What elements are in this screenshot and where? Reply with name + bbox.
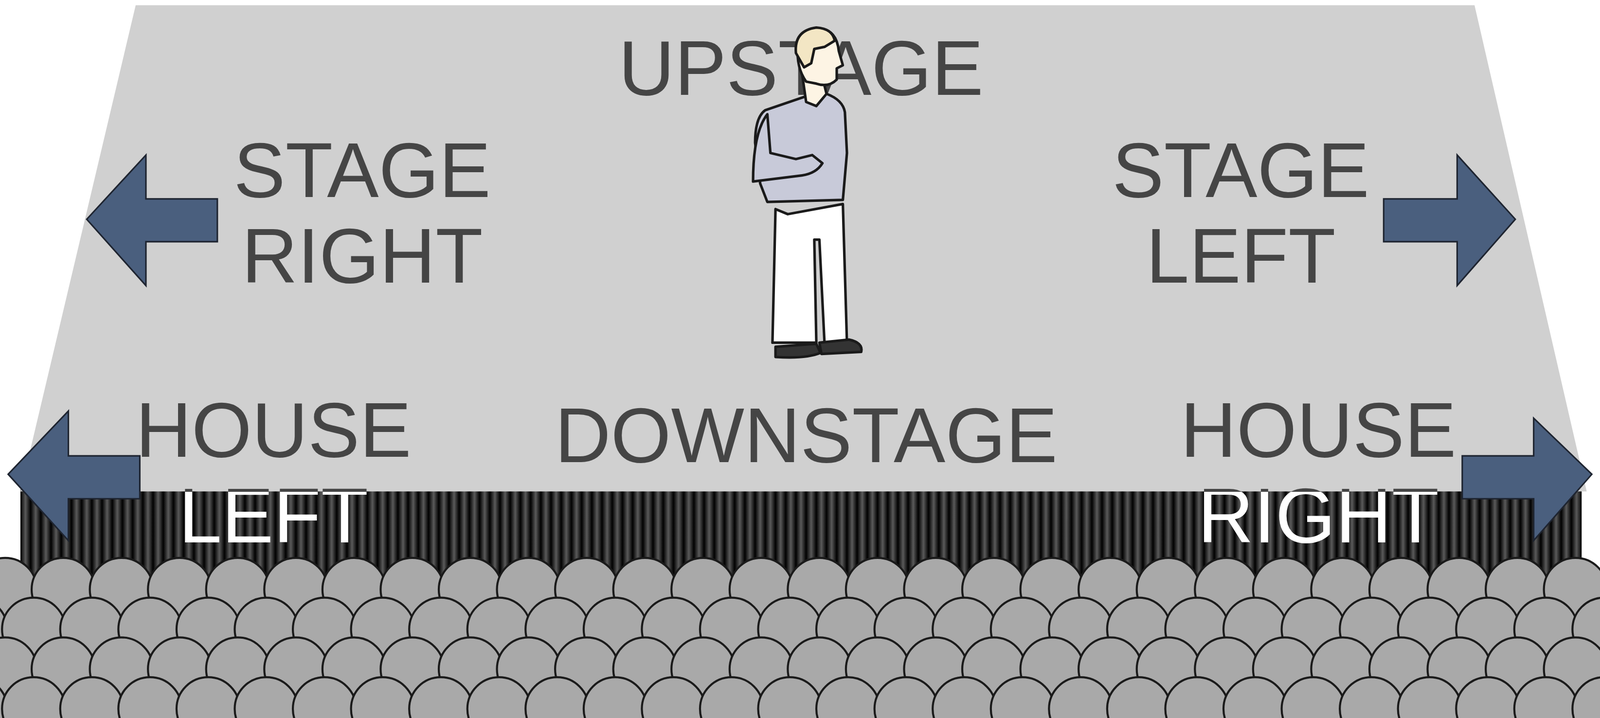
stage-direction-label: STAGE LEFT bbox=[1087, 127, 1394, 299]
direction-arrows bbox=[8, 155, 1592, 541]
audience-head bbox=[1165, 677, 1229, 718]
audience-head bbox=[409, 677, 473, 718]
arrow-stage-left bbox=[1383, 155, 1516, 286]
audience-head bbox=[351, 677, 415, 718]
house-direction-label: HOUSE RIGHT bbox=[1154, 387, 1482, 559]
audience-head bbox=[60, 677, 124, 718]
audience-head bbox=[1456, 677, 1520, 718]
audience-head bbox=[1514, 677, 1578, 718]
arrow-stage-right bbox=[86, 155, 217, 286]
audience-head bbox=[1339, 677, 1403, 718]
actor-arm bbox=[753, 114, 823, 182]
stage-direction-label: STAGE RIGHT bbox=[209, 127, 516, 299]
actor-hair bbox=[795, 27, 835, 68]
audience-head bbox=[583, 677, 648, 718]
audience-head bbox=[118, 677, 182, 718]
audience-head bbox=[1281, 677, 1346, 718]
audience-head bbox=[467, 677, 531, 718]
audience-head bbox=[758, 677, 822, 718]
audience-seats bbox=[0, 557, 1600, 718]
audience-head bbox=[1048, 677, 1113, 718]
audience-head bbox=[932, 677, 996, 718]
actor-shoe bbox=[775, 343, 821, 358]
stage-direction-label: DOWNSTAGE bbox=[500, 392, 1113, 479]
audience-head bbox=[874, 677, 938, 718]
actor-figure bbox=[753, 27, 862, 358]
audience-head bbox=[990, 677, 1055, 718]
audience-head bbox=[176, 677, 240, 718]
audience-head bbox=[641, 677, 705, 718]
audience-head bbox=[234, 677, 298, 718]
audience-head bbox=[700, 677, 764, 718]
audience-head bbox=[525, 677, 589, 718]
actor-legs bbox=[772, 203, 847, 343]
arrow-house-right bbox=[1462, 418, 1592, 541]
audience-head bbox=[1572, 677, 1600, 718]
audience-head bbox=[1398, 677, 1462, 718]
house-direction-label: HOUSE LEFT bbox=[120, 387, 427, 559]
actor-shoe bbox=[819, 339, 862, 354]
audience-head bbox=[1, 677, 66, 718]
audience-head bbox=[816, 677, 880, 718]
audience-head bbox=[1107, 677, 1171, 718]
audience-head bbox=[292, 677, 357, 718]
audience-head bbox=[1223, 677, 1287, 718]
arrow-house-left bbox=[8, 411, 141, 541]
